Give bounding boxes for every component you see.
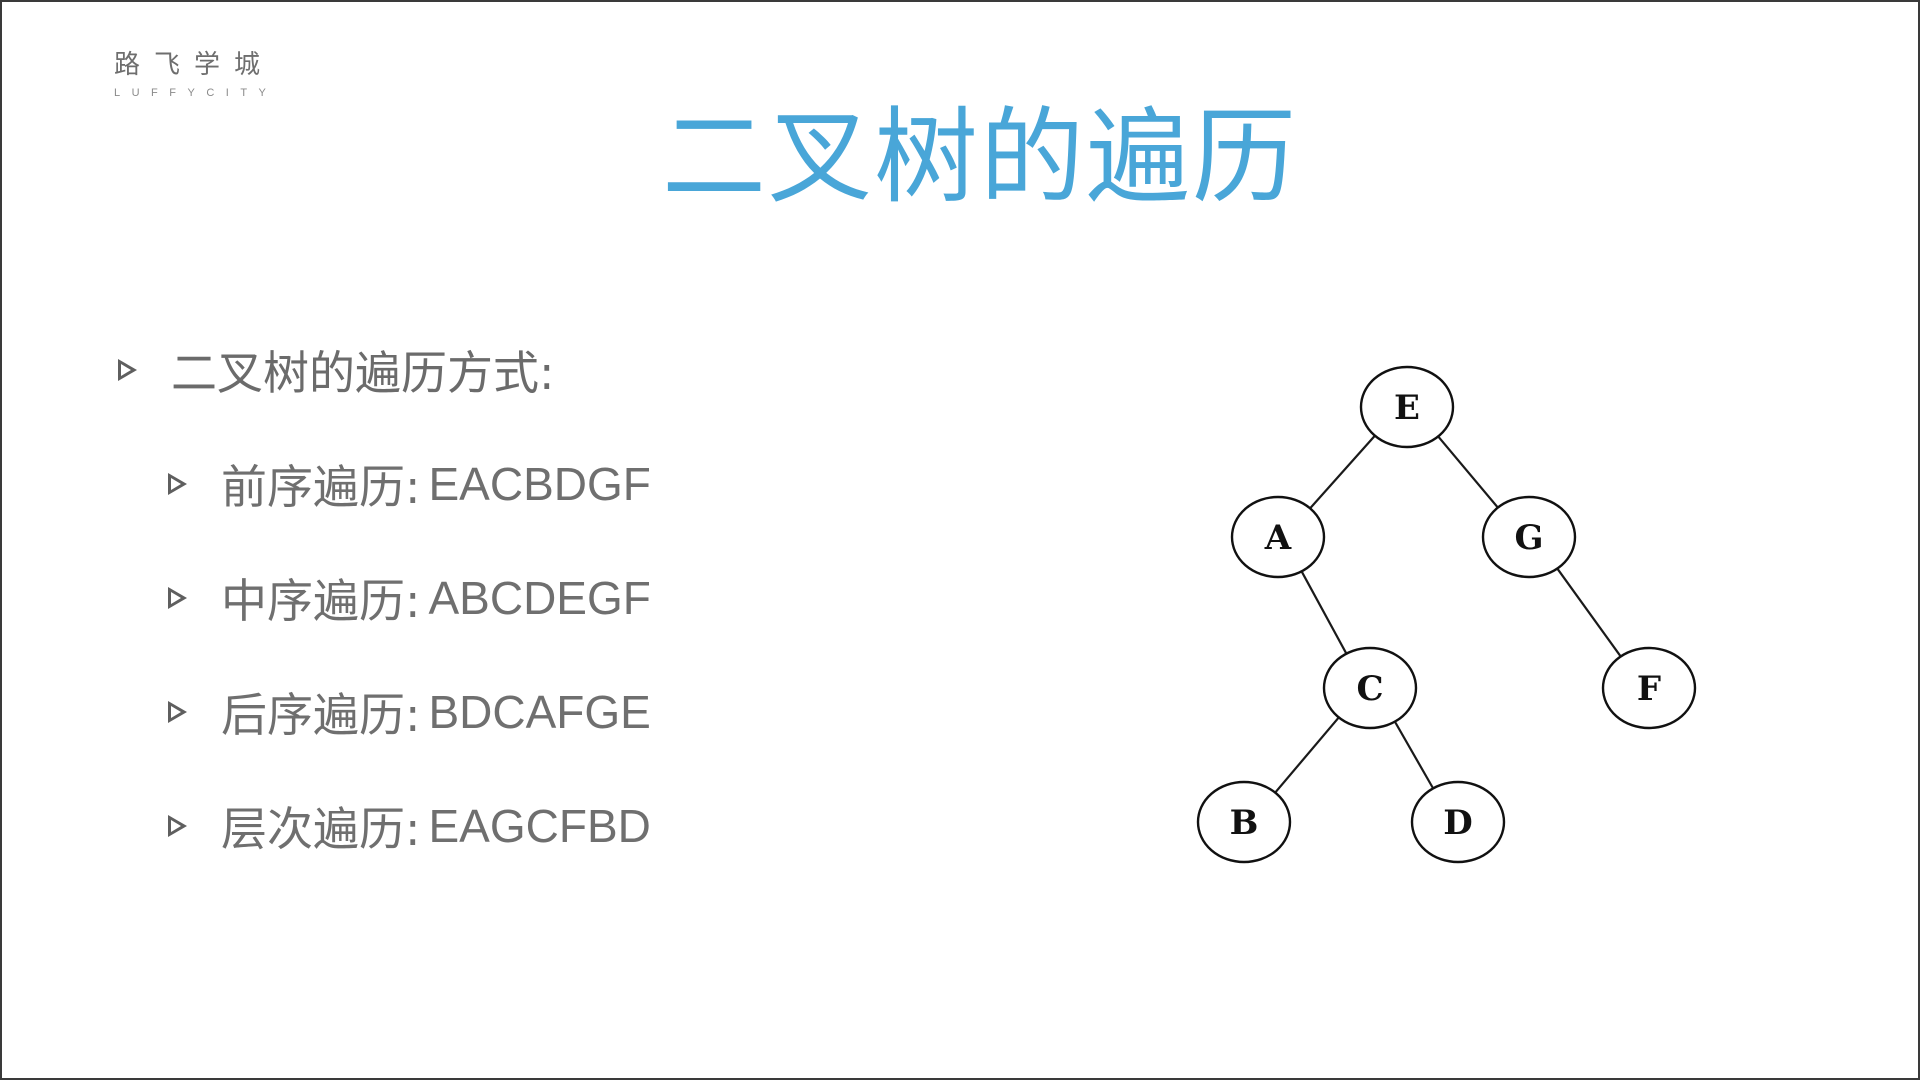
- tree-node-F: F: [1601, 646, 1697, 730]
- bullet-sub-inorder: 中序遍历: ABCDEGF: [168, 565, 651, 631]
- tree-node-circle: [1230, 495, 1326, 579]
- bullet-triangle-icon: [168, 701, 187, 723]
- tree-node-circle: [1322, 646, 1418, 730]
- bullet-label: 层次遍历:: [221, 802, 421, 856]
- tree-node-circle: [1601, 646, 1697, 730]
- logo: 路飞学城 LUFFYCITY: [114, 50, 284, 99]
- logo-cn: 路飞学城: [114, 50, 275, 80]
- tree-nodes: E A G C F B D: [1196, 365, 1697, 864]
- tree-node-label: F: [1637, 669, 1661, 709]
- tree-edge-A-C: [1299, 567, 1349, 658]
- bullet-triangle-icon: [168, 473, 187, 495]
- tree-node-label: G: [1514, 518, 1543, 558]
- bullet-sub-postorder: 后序遍历: BDCAFGE: [168, 679, 651, 745]
- bullet-triangle-icon: [168, 587, 187, 609]
- bullet-triangle-icon: [118, 359, 137, 381]
- tree-edge-G-F: [1554, 565, 1624, 660]
- bullet-main: 二叉树的遍历方式:: [118, 337, 555, 403]
- bullet-label: 中序遍历:: [221, 574, 421, 628]
- tree-node-E: E: [1359, 365, 1455, 449]
- bullet-main-text: 二叉树的遍历方式:: [171, 346, 555, 400]
- tree-node-circle: [1359, 365, 1455, 449]
- binary-tree-svg: E A G C F B D: [1196, 365, 1697, 864]
- tree-node-label: D: [1443, 803, 1472, 843]
- tree-node-label: A: [1264, 518, 1292, 558]
- bullet-sub-preorder: 前序遍历: EACBDGF: [168, 451, 651, 517]
- tree-edge-C-B: [1272, 714, 1342, 796]
- tree-node-label: B: [1230, 803, 1259, 843]
- tree-node-G: G: [1481, 495, 1577, 579]
- tree-node-D: D: [1410, 780, 1506, 864]
- bullet-value: BDCAFGE: [428, 686, 651, 738]
- bullet-value: ABCDEGF: [428, 572, 651, 624]
- tree-node-circle: [1196, 780, 1292, 864]
- bullet-triangle-icon: [168, 815, 187, 837]
- bullet-label: 后序遍历:: [221, 688, 421, 742]
- tree-node-A: A: [1230, 495, 1326, 579]
- bullet-value: EACBDGF: [428, 458, 651, 510]
- slide-title: 二叉树的遍历: [661, 96, 1298, 218]
- tree-node-C: C: [1322, 646, 1418, 730]
- tree-node-circle: [1481, 495, 1577, 579]
- bullet-value: EAGCFBD: [428, 800, 651, 852]
- bullet-label: 前序遍历:: [221, 460, 421, 514]
- tree-node-label: E: [1394, 388, 1420, 428]
- tree-node-label: C: [1356, 669, 1383, 709]
- binary-tree-diagram: E A G C F B D: [1112, 352, 1812, 872]
- tree-edge-E-A: [1306, 432, 1379, 512]
- logo-en: LUFFYCITY: [114, 87, 278, 100]
- tree-edge-C-D: [1392, 718, 1436, 792]
- tree-edge-E-G: [1435, 433, 1501, 511]
- tree-edges: [1272, 432, 1624, 796]
- tree-node-circle: [1410, 780, 1506, 864]
- bullet-sub-levelorder: 层次遍历: EAGCFBD: [168, 793, 651, 859]
- tree-node-B: B: [1196, 780, 1292, 864]
